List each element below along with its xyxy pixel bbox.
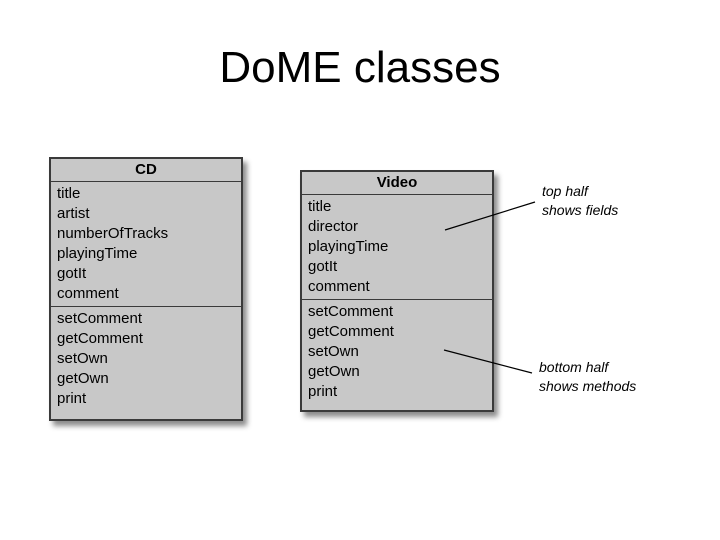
cd-field: title	[57, 185, 81, 202]
video-methods-section: setComment getComment setOwn getOwn prin…	[302, 300, 492, 404]
video-field: title	[308, 198, 332, 215]
top-half-annotation: top half shows fields	[542, 182, 618, 220]
cd-methods-section: setComment getComment setOwn getOwn prin…	[51, 307, 241, 411]
video-class-name: Video	[302, 172, 492, 195]
video-field: director	[308, 218, 359, 235]
video-field: playingTime	[308, 238, 389, 255]
cd-field: gotIt	[57, 265, 87, 282]
cd-field: artist	[57, 205, 90, 222]
video-class-box: Video title director playingTime gotIt c…	[300, 170, 494, 412]
video-method: print	[308, 383, 338, 400]
bottom-annotation-line-1: bottom half	[539, 359, 609, 375]
cd-method: setOwn	[57, 350, 108, 367]
cd-class-name: CD	[51, 159, 241, 182]
cd-method: setComment	[57, 310, 143, 327]
cd-field: comment	[57, 285, 119, 302]
top-annotation-line-2: shows fields	[542, 202, 619, 218]
video-method: setOwn	[308, 343, 359, 360]
video-method: setComment	[308, 303, 394, 320]
top-annotation-line-1: top half	[542, 183, 588, 199]
video-method: getComment	[308, 323, 394, 340]
cd-method: print	[57, 390, 87, 407]
cd-method: getComment	[57, 330, 143, 347]
bottom-annotation-line-2: shows methods	[539, 378, 637, 394]
bottom-half-annotation: bottom half shows methods	[539, 358, 636, 396]
video-field: gotIt	[308, 258, 338, 275]
cd-fields-section: title artist numberOfTracks playingTime …	[51, 182, 241, 307]
cd-field: playingTime	[57, 245, 138, 262]
video-fields-section: title director playingTime gotIt comment	[302, 195, 492, 300]
video-method: getOwn	[308, 363, 360, 380]
cd-method: getOwn	[57, 370, 109, 387]
cd-field: numberOfTracks	[57, 225, 169, 242]
slide-title: DoME classes	[219, 43, 501, 92]
video-field: comment	[308, 278, 370, 295]
cd-class-box: CD title artist numberOfTracks playingTi…	[49, 157, 243, 421]
